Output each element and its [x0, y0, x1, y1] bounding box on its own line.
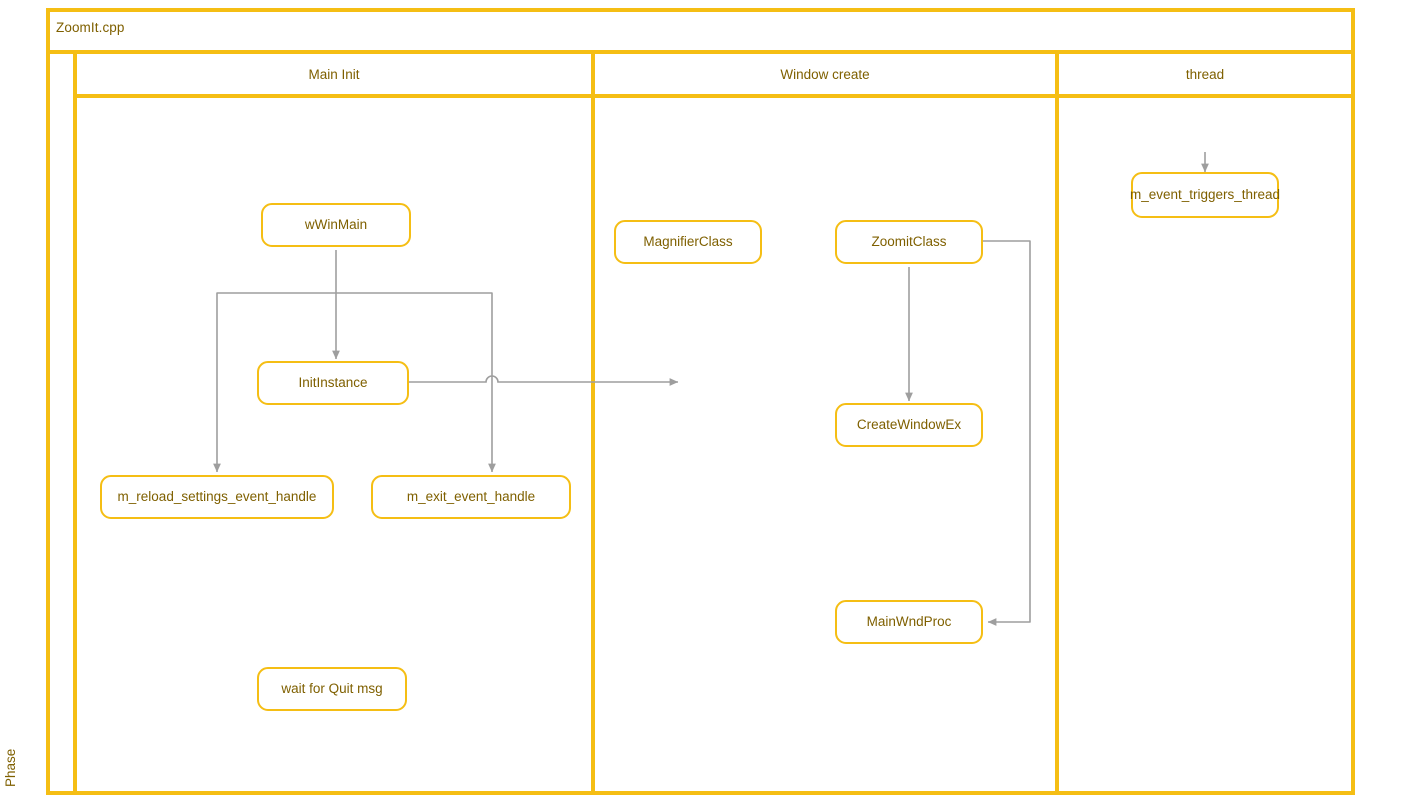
- lane-header-label: Window create: [780, 66, 870, 82]
- node-mainwndproc[interactable]: MainWndProc: [835, 600, 983, 644]
- node-label: wWinMain: [304, 216, 368, 232]
- node-wait-for-quit-msg[interactable]: wait for Quit msg: [257, 667, 407, 711]
- lane-header-window-create: Window create: [595, 54, 1055, 98]
- pool-title: ZoomIt.cpp: [56, 20, 125, 35]
- node-zoomitclass[interactable]: ZoomitClass: [835, 220, 983, 264]
- lane-header-main-init: Main Init: [77, 54, 591, 98]
- node-wwinmain[interactable]: wWinMain: [261, 203, 411, 247]
- node-label: MainWndProc: [866, 613, 952, 629]
- node-label: m_event_triggers_thread: [1129, 186, 1281, 202]
- node-label: wait for Quit msg: [281, 680, 383, 696]
- node-label: m_reload_settings_event_handle: [117, 488, 317, 504]
- lane-header-thread: thread: [1059, 54, 1351, 98]
- node-event-triggers-thread[interactable]: m_event_triggers_thread: [1129, 172, 1281, 218]
- node-label: MagnifierClass: [643, 233, 733, 249]
- node-label: CreateWindowEx: [856, 416, 962, 432]
- pool-frame: [46, 8, 1355, 795]
- lane-divider-2: [1055, 50, 1059, 795]
- node-label: InitInstance: [298, 374, 368, 390]
- phase-lane-strip: Phase: [3, 50, 77, 795]
- node-label: ZoomitClass: [871, 233, 947, 249]
- node-createwindowex[interactable]: CreateWindowEx: [835, 403, 983, 447]
- node-initinstance[interactable]: InitInstance: [257, 361, 409, 405]
- lane-header-label: thread: [1185, 66, 1225, 82]
- phase-lane-label: Phase: [3, 748, 18, 787]
- pool-title-divider: [50, 50, 1355, 54]
- node-exit-event-handle[interactable]: m_exit_event_handle: [371, 475, 571, 519]
- node-label: m_exit_event_handle: [406, 488, 536, 504]
- node-reload-settings-event-handle[interactable]: m_reload_settings_event_handle: [100, 475, 334, 519]
- node-magnifierclass[interactable]: MagnifierClass: [614, 220, 762, 264]
- lane-divider-1: [591, 50, 595, 795]
- lane-header-label: Main Init: [308, 66, 360, 82]
